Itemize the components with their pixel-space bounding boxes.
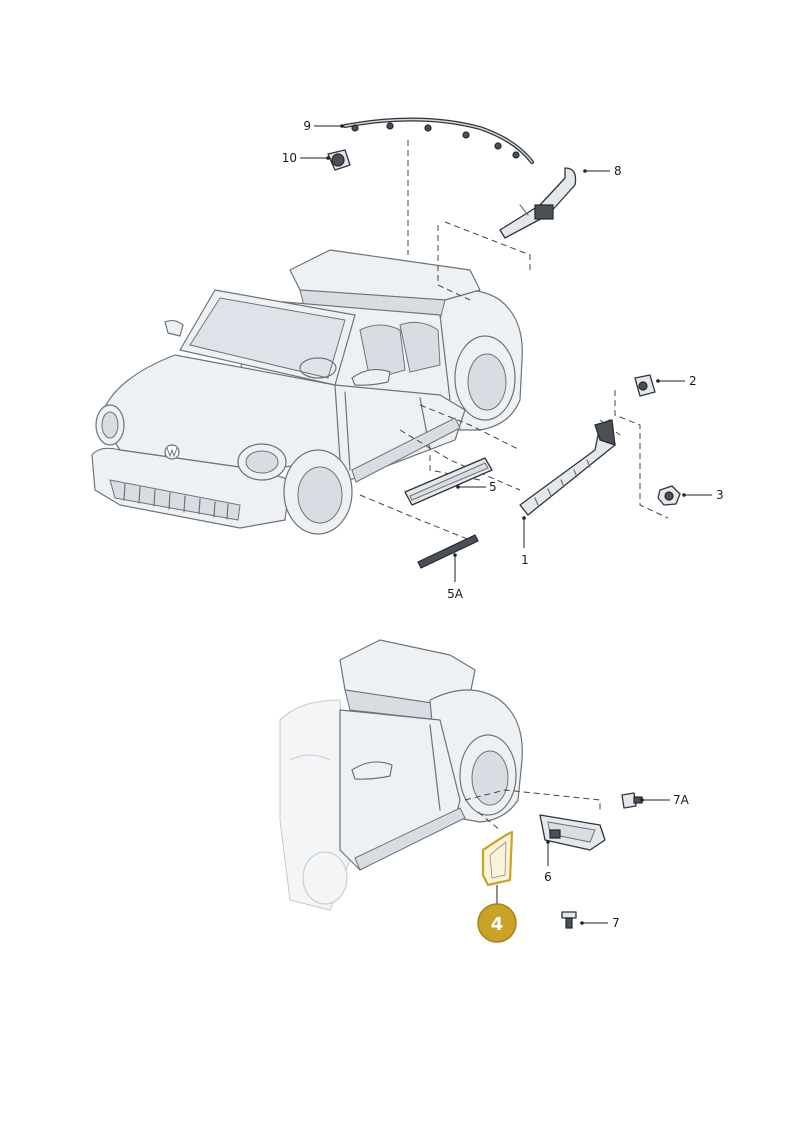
guide-lines-top — [359, 140, 669, 541]
callout-7a: 7A — [640, 793, 690, 807]
callout-1: 1 — [521, 516, 529, 567]
callout-6: 6 — [544, 840, 552, 884]
highlight-badge — [477, 903, 517, 943]
trim-clip — [327, 149, 351, 171]
clip-part-2 — [634, 374, 656, 397]
callout-9: 9 — [303, 119, 344, 133]
screw-part-7 — [561, 911, 577, 929]
callout-label-10: 10 — [282, 151, 297, 165]
callout-label-5: 5 — [489, 480, 497, 494]
trim-strip-part-5 — [404, 457, 493, 506]
callout-label-2: 2 — [689, 374, 697, 388]
guide-lines-bottom — [464, 789, 601, 831]
callout-3: 3 — [682, 488, 724, 502]
sill-trim-panel — [519, 419, 616, 516]
callout-label-5a: 5A — [447, 587, 464, 601]
corner-trim-part-4 — [481, 830, 514, 887]
callout-8: 8 — [583, 164, 622, 178]
callout-10: 10 — [282, 151, 330, 165]
nut-part-3 — [657, 485, 681, 506]
callout-2: 2 — [656, 374, 697, 388]
windshield-trim-strip — [343, 117, 534, 164]
car-detail-illustration — [279, 639, 523, 911]
callout-4-highlighted: 4 — [477, 885, 517, 943]
callout-label-8: 8 — [614, 164, 622, 178]
callout-label-7a: 7A — [673, 793, 690, 807]
callout-5: 5 — [456, 480, 497, 494]
trim-strip-part-5a — [417, 534, 479, 569]
callout-label-1: 1 — [521, 553, 529, 567]
callout-label-9: 9 — [303, 119, 311, 133]
callout-label-7: 7 — [612, 916, 620, 930]
convertible-car-illustration — [91, 249, 523, 535]
screw-part-7a — [621, 792, 643, 809]
callout-5a: 5A — [447, 553, 464, 601]
callout-label-3: 3 — [716, 488, 724, 502]
a-pillar-trim — [499, 167, 577, 239]
callout-label-6: 6 — [544, 870, 552, 884]
callout-label-4: 4 — [491, 914, 504, 935]
bracket-part-6 — [539, 814, 606, 851]
callout-7: 7 — [580, 916, 620, 930]
